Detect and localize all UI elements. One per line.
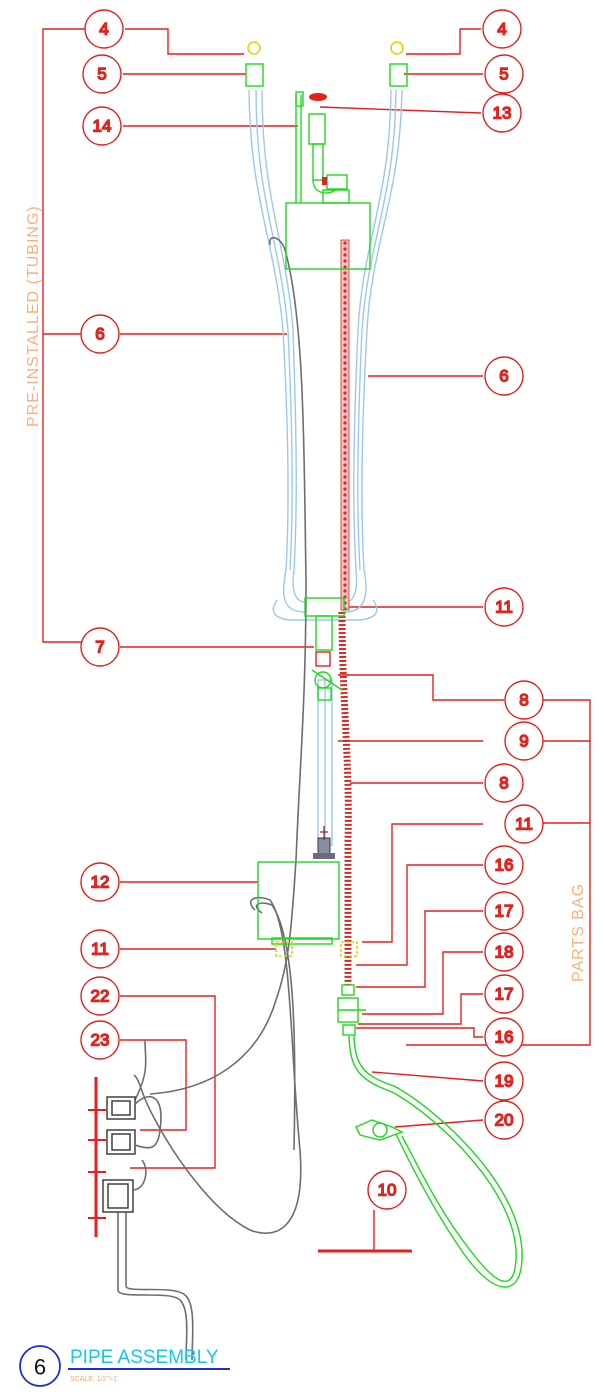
callout-label: 10 [378,1181,397,1200]
callout-label: 4 [99,20,108,39]
callout-bubble: 13 [482,93,522,133]
green-collars [245,63,408,87]
callout-bubbles: 4 5 14 6 7 12 11 22 23 4 5 13 6 11 8 9 8… [80,9,544,1210]
bottom-fittings [337,984,523,1288]
callout-label: 8 [519,691,528,710]
scale-note: SCALE: 1/2"=1' [70,1376,118,1383]
callout-label: 13 [493,104,512,123]
drawing-title: PIPE ASSEMBLY [70,1347,219,1368]
callout-bubble: 5 [484,54,524,94]
callout-label: 12 [91,873,110,892]
callout-bubble: 14 [82,106,122,146]
top-tank-assembly [285,91,371,270]
callout-bubble: 9 [504,721,544,761]
gray-cable [117,236,307,1361]
callout-bubble: 22 [80,976,120,1016]
callout-bubble: 7 [80,627,120,667]
callout-label: 11 [495,598,513,617]
callout-bubble: 16 [484,845,524,885]
callout-label: 5 [499,65,508,84]
callout-bubble: 17 [484,891,524,931]
callout-bubble: 11 [504,804,544,844]
top-fittings-color [309,93,327,185]
parts-bag-label: PARTS BAG [570,883,587,982]
callout-label: 9 [519,732,528,751]
callout-label: 5 [97,65,106,84]
callout-bubble: 6 [80,314,120,354]
callout-label: 23 [91,1031,110,1050]
callout-bubble: 8 [484,763,524,803]
callout-bubble: 11 [484,587,524,627]
yellow-clips [247,41,404,957]
callout-bubble: 11 [80,929,120,969]
callout-bubble: 10 [367,1170,407,1210]
callout-bubble: 20 [484,1100,524,1140]
callout-bubble: 6 [484,356,524,396]
leader-lines [120,28,504,1253]
callout-label: 8 [499,774,508,793]
red-hose [338,239,352,985]
callout-bubble: 8 [504,680,544,720]
callout-bubble: 16 [484,1017,524,1057]
callout-bubble: 12 [80,862,120,902]
wall-mount [88,1077,162,1237]
callout-bubble: 4 [84,9,124,49]
title-block: 6 PIPE ASSEMBLY SCALE: 1/2"=1' [19,1345,230,1387]
callout-label: 6 [499,367,508,386]
callout-label: 17 [495,985,514,1004]
callout-label: 14 [93,117,112,136]
callout-bubble: 4 [482,9,522,49]
callout-label: 11 [515,815,533,834]
callout-label: 17 [495,902,514,921]
pre-installed-bracket [42,28,86,643]
callout-label: 20 [495,1111,514,1130]
callout-label: 16 [495,1028,514,1047]
probe-fitting [313,826,335,859]
callout-bubble: 5 [82,54,122,94]
title-number: 6 [34,1355,46,1380]
callout-label: 11 [91,940,109,959]
callout-bubble: 23 [80,1020,120,1060]
callout-label: 22 [91,987,110,1006]
callout-label: 16 [495,856,514,875]
pre-installed-label: PRE-INSTALLED (TUBING) [25,205,42,427]
callout-label: 18 [495,943,514,962]
title-number-circle [19,1345,61,1387]
callout-label: 6 [95,325,104,344]
callout-bubble: 17 [484,974,524,1014]
callout-bubble: 18 [484,932,524,972]
callout-label: 7 [95,638,104,657]
callout-label: 19 [495,1072,514,1091]
middle-fittings [257,597,345,945]
callout-label: 4 [497,20,506,39]
callout-bubble: 19 [484,1061,524,1101]
